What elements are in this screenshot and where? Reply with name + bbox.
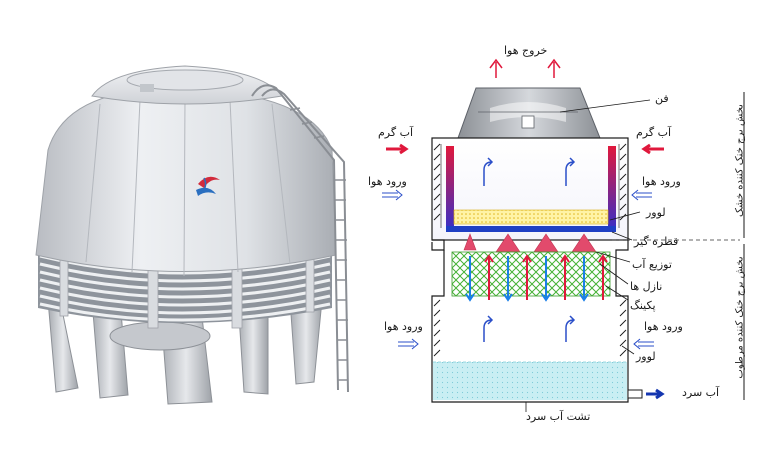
label-packing: پکینگ	[630, 299, 656, 312]
label-fan: فن	[655, 92, 669, 105]
label-cold-water: آب سرد	[682, 386, 720, 399]
air-out-arrows	[489, 58, 561, 78]
tower-legs	[47, 299, 323, 405]
label-drift-eliminator: قطره گیر	[634, 235, 679, 248]
hot-water-pipe-left	[446, 146, 454, 228]
fan-housing	[457, 87, 601, 139]
label-air-out: خروج هوا	[504, 44, 548, 57]
section-title-wet: بخش برج خنک کننده مرطوب	[734, 256, 746, 379]
cold-water-basin	[433, 362, 627, 400]
hot-water-pipe-right	[608, 146, 616, 228]
section-title-dry: بخش برج خنک کننده خشک	[734, 104, 746, 217]
label-hot-water-left: آب گرم	[378, 126, 414, 139]
external-arrows	[382, 143, 665, 400]
tower-ladder	[251, 84, 349, 393]
louver-lower-hatch	[433, 299, 627, 357]
label-hot-water-right: آب گرم	[636, 126, 672, 139]
water-air-flow-arrows	[465, 254, 608, 302]
label-louver-lower: لوور	[636, 350, 656, 363]
distribution-pipe	[446, 226, 616, 232]
label-water-distribution: توزیع آب	[632, 258, 672, 271]
label-air-in-lower-left: ورود هوا	[384, 320, 423, 333]
label-cold-water-basin: تشت آب سرد	[526, 410, 591, 423]
schematic	[382, 58, 740, 412]
label-nozzles: نازل ها	[630, 280, 663, 293]
louver-upper-hatch	[433, 143, 627, 228]
cooling-tower-photo	[35, 65, 349, 405]
label-air-in-upper-left: ورود هوا	[368, 175, 407, 188]
brand-logo	[196, 176, 220, 196]
dry-section	[431, 137, 629, 241]
tower-body	[35, 95, 337, 272]
louver-band	[38, 250, 332, 329]
label-louver-upper: لوور	[646, 206, 666, 219]
cold-water-outlet	[627, 389, 643, 399]
wet-section	[431, 233, 643, 412]
label-air-in-lower-right: ورود هوا	[644, 320, 683, 333]
packing-fill	[451, 251, 611, 297]
label-air-in-upper-right: ورود هوا	[642, 175, 681, 188]
leader-lines	[559, 99, 651, 355]
drift-eliminator	[453, 209, 609, 225]
